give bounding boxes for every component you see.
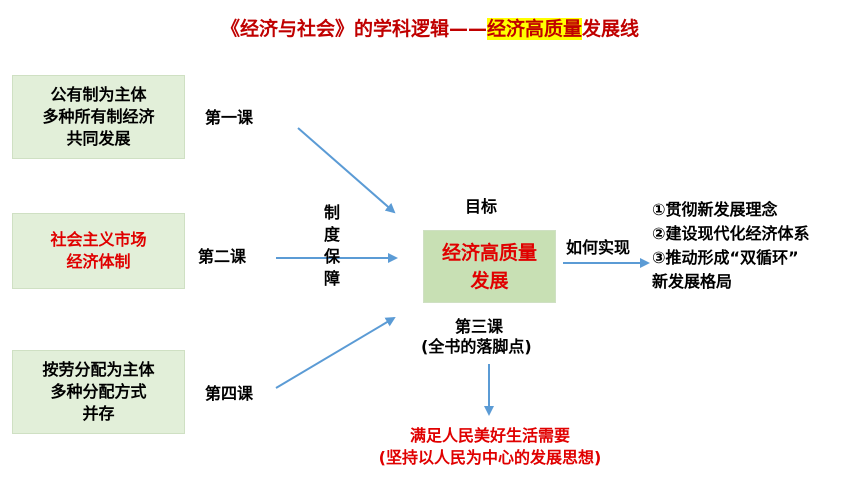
label-lesson3-note: (全书的落脚点) — [421, 337, 532, 356]
bottom-goal: 满足人民美好生活需要 (坚持以人民为中心的发展思想) — [340, 425, 640, 469]
right-list: ①贯彻新发展理念 ②建设现代化经济体系 ③推动形成“双循环” 新发展格局 — [652, 198, 810, 294]
box-distribution-text: 按劳分配为主体 多种分配方式 并存 — [42, 360, 155, 423]
box-distribution: 按劳分配为主体 多种分配方式 并存 — [12, 350, 185, 434]
box-public-ownership: 公有制为主体 多种所有制经济 共同发展 — [12, 75, 185, 159]
label-institution-guarantee: 制 度 保 障 — [323, 203, 340, 288]
box-market-economy-text: 社会主义市场 经济体制 — [50, 230, 147, 271]
bottom-line-1: 满足人民美好生活需要 — [409, 426, 570, 445]
label-lesson1: 第一课 — [205, 108, 254, 127]
title-highlight: 经济高质量 — [486, 18, 582, 40]
arrow-lesson4 — [275, 316, 396, 389]
right-list-item-2: ②建设现代化经济体系 — [652, 224, 810, 243]
label-lesson3: 第三课 — [455, 317, 504, 336]
page-title: 《经济与社会》的学科逻辑——经济高质量发展线 — [0, 14, 860, 41]
title-prefix: 《经济与社会》的学科逻辑—— — [220, 18, 487, 40]
box-center-text: 经济高质量 发展 — [441, 241, 537, 292]
box-public-ownership-text: 公有制为主体 多种所有制经济 共同发展 — [42, 85, 155, 148]
label-lesson2: 第二课 — [198, 247, 247, 266]
right-list-item-4: 新发展格局 — [652, 272, 733, 291]
bottom-line-2: (坚持以人民为中心的发展思想) — [378, 448, 602, 467]
box-high-quality-development: 经济高质量 发展 — [423, 230, 556, 303]
right-list-item-1: ①贯彻新发展理念 — [652, 200, 778, 219]
right-list-item-3: ③推动形成“双循环” — [652, 248, 799, 267]
label-goal: 目标 — [465, 197, 498, 216]
label-lesson4: 第四课 — [205, 384, 254, 403]
box-market-economy: 社会主义市场 经济体制 — [12, 213, 185, 289]
arrow-lesson1 — [297, 127, 396, 214]
title-suffix: 发展线 — [582, 18, 640, 40]
label-how-to-realize: 如何实现 — [566, 238, 631, 257]
